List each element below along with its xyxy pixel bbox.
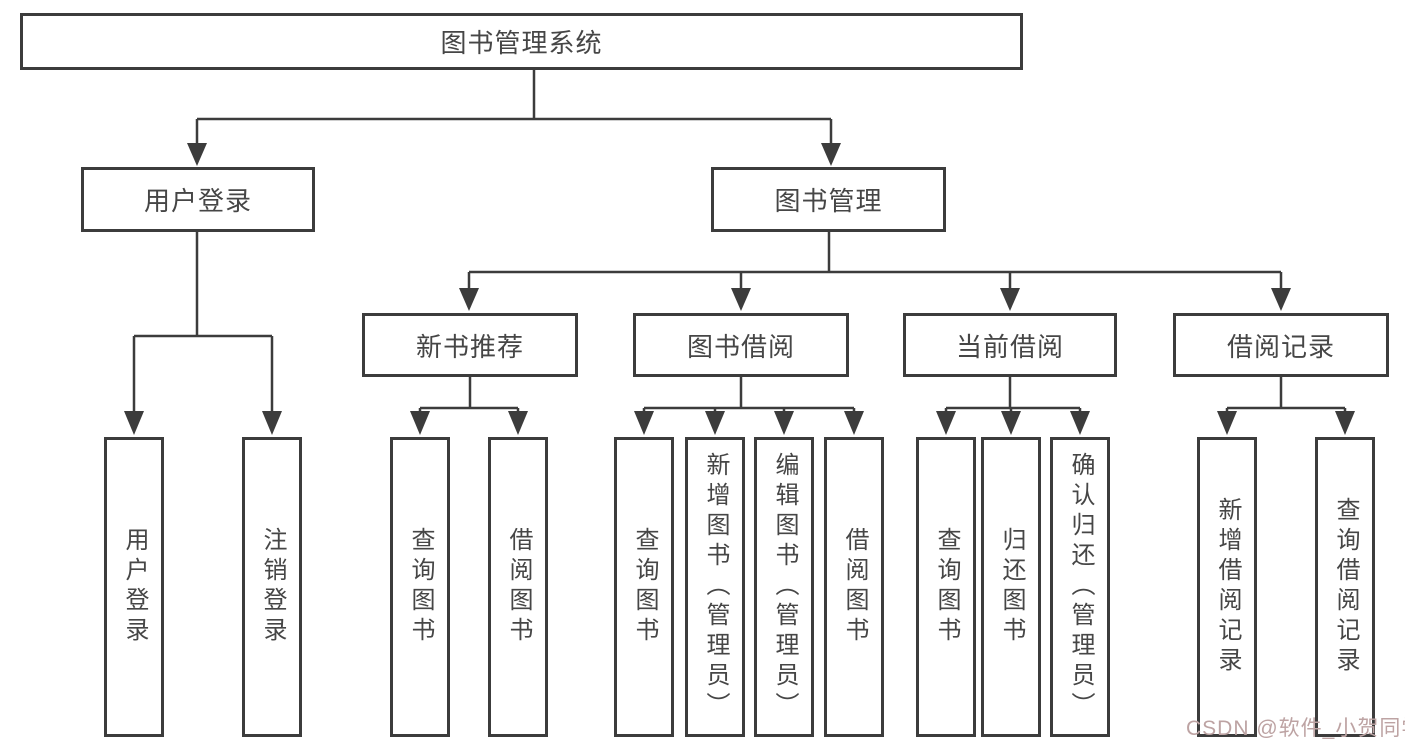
leaf-add-borrow-record: 新增借阅记录	[1197, 437, 1257, 737]
node-current-borrowing: 当前借阅	[903, 313, 1117, 377]
leaf-borrow-books-borrowing: 借阅图书	[824, 437, 884, 737]
leaf-return-books: 归还图书	[981, 437, 1041, 737]
connector-book-borrowing-to-leaves	[634, 377, 864, 435]
connector-current-borrowing-to-leaves	[936, 377, 1090, 435]
connector-user-login-to-leaves	[124, 232, 282, 435]
node-new-book-recommendation: 新书推荐	[362, 313, 578, 377]
connector-new-book-to-leaves	[410, 377, 528, 435]
arrowhead	[187, 143, 207, 166]
leaf-confirm-return-admin: 确认归还（管理员）	[1050, 437, 1110, 737]
leaf-query-borrow-record: 查询借阅记录	[1315, 437, 1375, 737]
node-borrowing-records: 借阅记录	[1173, 313, 1389, 377]
node-root: 图书管理系统	[20, 13, 1023, 70]
leaf-query-books-current: 查询图书	[916, 437, 976, 737]
node-book-borrowing: 图书借阅	[633, 313, 849, 377]
leaf-query-books-recommend: 查询图书	[390, 437, 450, 737]
arrowhead	[774, 411, 794, 435]
leaf-add-books-admin: 新增图书（管理员）	[685, 437, 745, 737]
arrowhead	[844, 411, 864, 435]
node-user-login: 用户登录	[81, 167, 315, 232]
arrowhead	[508, 411, 528, 435]
leaf-logout: 注销登录	[242, 437, 302, 737]
connector-root-to-level2	[187, 70, 841, 166]
arrowhead	[124, 411, 144, 435]
arrowhead	[821, 143, 841, 166]
leaf-user-login: 用户登录	[104, 437, 164, 737]
leaf-query-books-borrowing: 查询图书	[614, 437, 674, 737]
arrowhead	[1217, 411, 1237, 435]
leaf-edit-books-admin: 编辑图书（管理员）	[754, 437, 814, 737]
arrowhead	[1335, 411, 1355, 435]
arrowhead	[459, 288, 479, 311]
arrowhead	[731, 288, 751, 311]
arrowhead	[1001, 411, 1021, 435]
arrowhead	[410, 411, 430, 435]
arrowhead	[1271, 288, 1291, 311]
node-book-management: 图书管理	[711, 167, 946, 232]
arrowhead	[705, 411, 725, 435]
connector-borrow-records-to-leaves	[1217, 377, 1355, 435]
arrowhead	[1070, 411, 1090, 435]
leaf-borrow-books-recommend: 借阅图书	[488, 437, 548, 737]
arrowhead	[262, 411, 282, 435]
arrowhead	[1000, 288, 1020, 311]
connector-book-management-to-level3	[459, 232, 1291, 311]
csdn-watermark: CSDN @软件_小贺同学	[1186, 717, 1405, 740]
arrowhead	[634, 411, 654, 435]
arrowhead	[936, 411, 956, 435]
